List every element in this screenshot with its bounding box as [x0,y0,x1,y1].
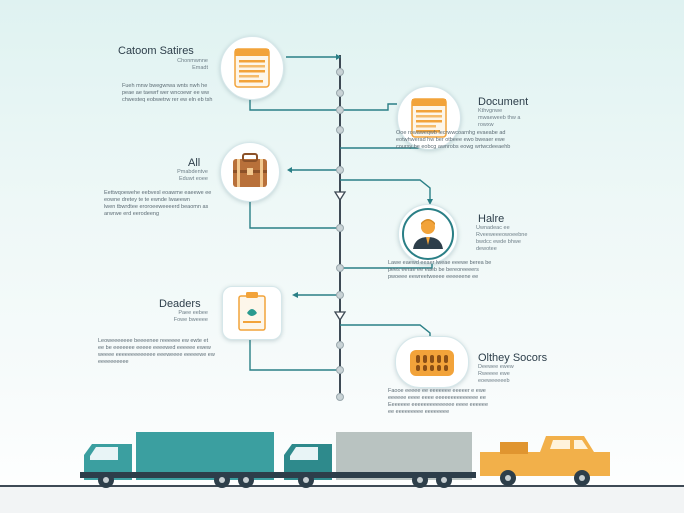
truck-body [480,452,610,476]
connector-3-arrowhead [287,167,292,173]
timeline-dot [336,224,344,232]
document-icon [234,48,270,88]
step-2-title: Document [478,96,529,108]
box-truck-2 [280,432,476,488]
timeline-marker [333,311,347,322]
step-3-node [220,142,280,202]
step-4-node [398,204,458,264]
step-5-node [222,286,282,340]
timeline-dot [336,126,344,134]
timeline-marker [333,191,347,202]
connector-5b [249,330,340,371]
truck-window [550,440,570,449]
truck-window [290,447,318,460]
keyboard-icon [410,350,454,376]
timeline-dot [336,68,344,76]
connector-4-arrowhead [427,199,433,205]
timeline-dot [336,366,344,374]
briefcase-icon [233,153,267,187]
clipboard-icon [238,292,266,331]
step-2-node [397,86,461,150]
connector-4 [340,179,431,200]
timeline-dot [336,89,344,97]
step-6-node [395,336,469,388]
step-3-title: All [188,157,201,169]
timeline-dot [336,106,344,114]
timeline-dot [336,166,344,174]
connector-2 [340,103,397,111]
person-icon [402,208,454,260]
connector-1b [249,98,340,111]
connector-1-arrowhead [336,54,341,60]
pickup-truck [480,436,610,486]
timeline-dot [336,264,344,272]
timeline-dot [336,341,344,349]
connector-3b [249,195,340,229]
truck-window [90,447,118,460]
step-6-title: Olthey Socors [478,352,548,364]
step-1-node [220,36,284,100]
step-1-title: Catoom Satires [118,45,194,57]
box-truck-1 [80,432,280,488]
timeline-dot [336,393,344,401]
timeline-dot [336,291,344,299]
ground [0,487,684,513]
step-5-title: Deaders [159,298,201,310]
connector-5-arrowhead [292,292,298,298]
step-4-title: Halre [478,213,505,225]
document-icon [411,98,447,138]
